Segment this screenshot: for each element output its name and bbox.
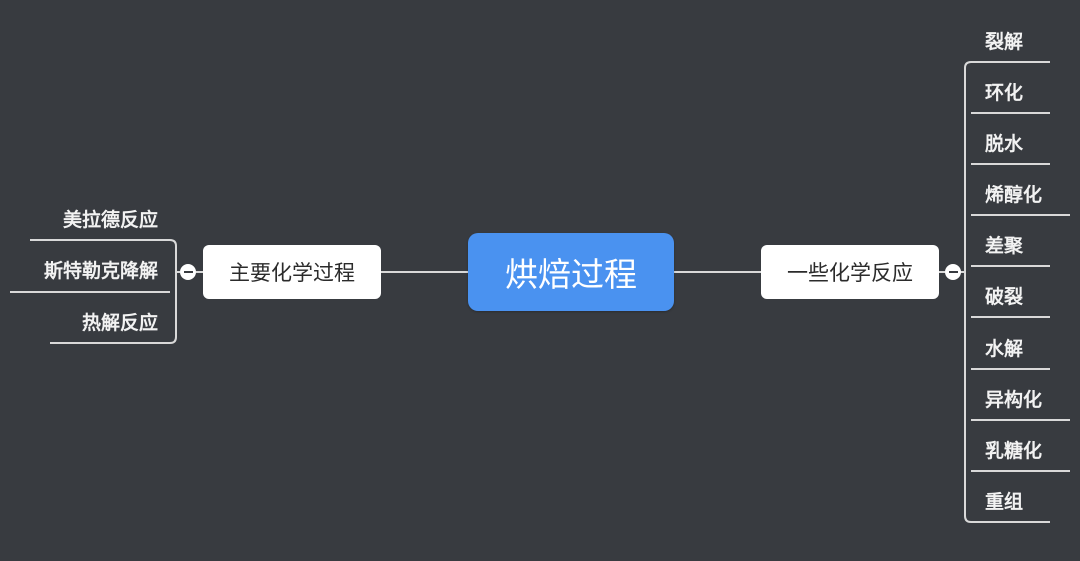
leaf-left-3[interactable]: 热解反应 <box>81 312 158 334</box>
leaf-right-2[interactable]: 环化 <box>985 82 1024 104</box>
root-label: 烘焙过程 <box>505 255 637 294</box>
leaf-right-7[interactable]: 水解 <box>985 338 1024 360</box>
leaf-right-6[interactable]: 破裂 <box>985 286 1024 308</box>
leaf-right-9[interactable]: 乳糖化 <box>985 440 1043 462</box>
branch-right-label: 一些化学反应 <box>787 261 913 285</box>
leaf-right-10[interactable]: 重组 <box>985 491 1024 513</box>
collapse-left-icon[interactable] <box>180 264 196 280</box>
leaf-right-4[interactable]: 烯醇化 <box>985 184 1043 206</box>
leaf-right-1[interactable]: 裂解 <box>985 31 1024 53</box>
branch-left-label: 主要化学过程 <box>229 261 355 285</box>
leaf-right-5[interactable]: 差聚 <box>985 235 1024 257</box>
bracket-right <box>964 61 972 523</box>
leaf-left-2[interactable]: 斯特勒克降解 <box>43 260 158 282</box>
bracket-left <box>169 239 177 344</box>
leaf-right-8[interactable]: 异构化 <box>985 389 1043 411</box>
leaf-right-3[interactable]: 脱水 <box>985 133 1024 155</box>
branch-node-right[interactable]: 一些化学反应 <box>761 245 939 299</box>
branch-node-left[interactable]: 主要化学过程 <box>203 245 381 299</box>
leaf-left-1[interactable]: 美拉德反应 <box>62 209 158 231</box>
collapse-right-icon[interactable] <box>945 264 961 280</box>
root-node[interactable]: 烘焙过程 <box>468 233 674 311</box>
